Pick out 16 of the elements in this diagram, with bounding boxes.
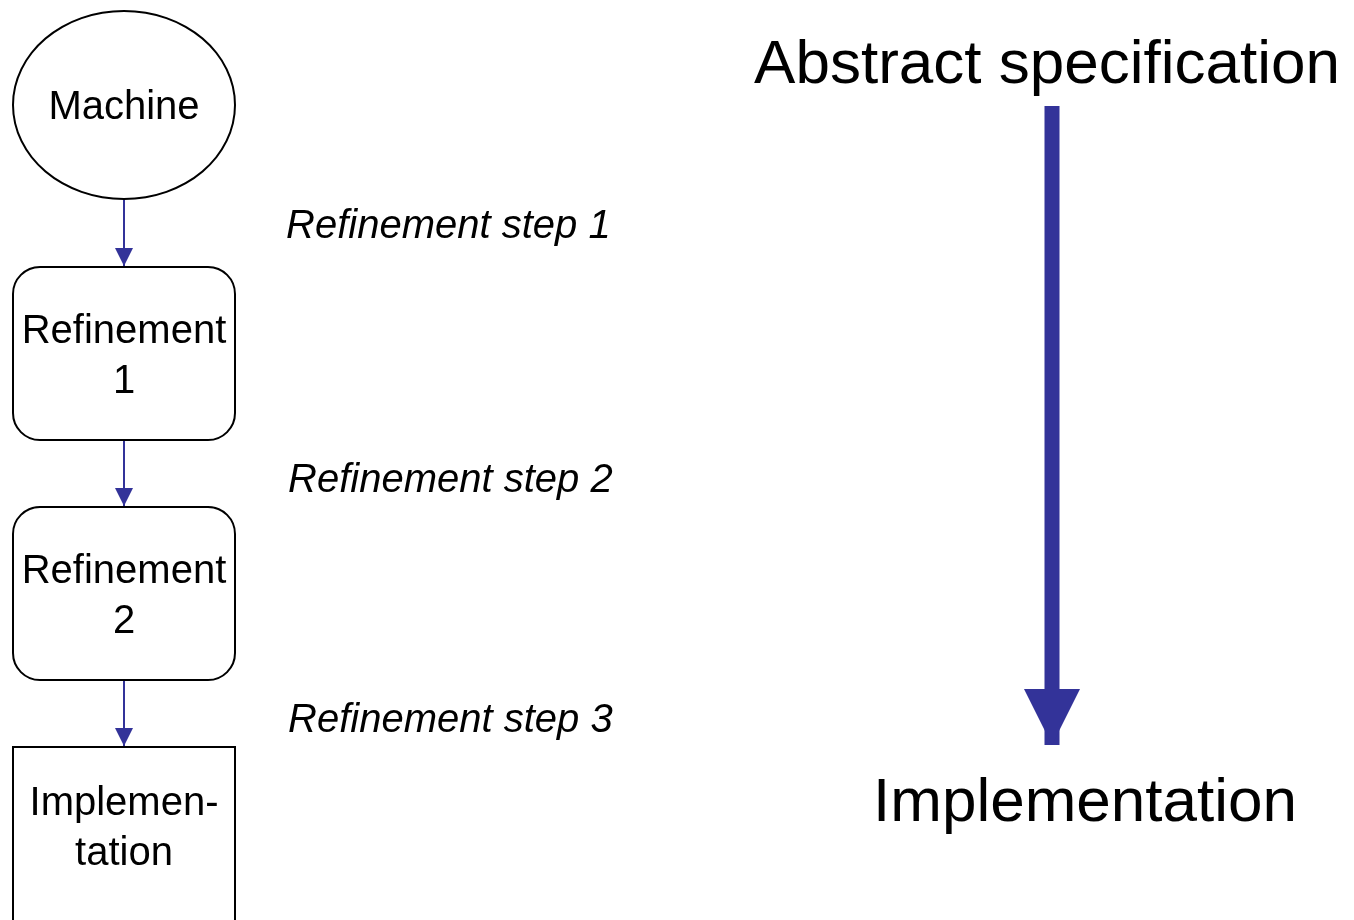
arrow — [115, 680, 133, 747]
node-label: Refinement 1 — [20, 305, 228, 403]
thick-arrow — [1024, 106, 1080, 745]
node-label: Refinement 2 — [20, 545, 228, 643]
step-label: Refinement step 1 — [286, 201, 611, 248]
arrow — [115, 199, 133, 267]
step-label: Refinement step 2 — [288, 455, 613, 502]
node-label: Machine — [48, 82, 200, 129]
arrow — [115, 440, 133, 507]
step-label: Refinement step 3 — [288, 695, 613, 742]
node-label: Implemen- tation — [28, 778, 220, 875]
node-label: Implementation — [873, 764, 1297, 837]
node-label: Abstract specification — [754, 26, 1340, 99]
process-box — [12, 746, 236, 920]
rounded-box — [12, 266, 236, 441]
rounded-box — [12, 506, 236, 681]
